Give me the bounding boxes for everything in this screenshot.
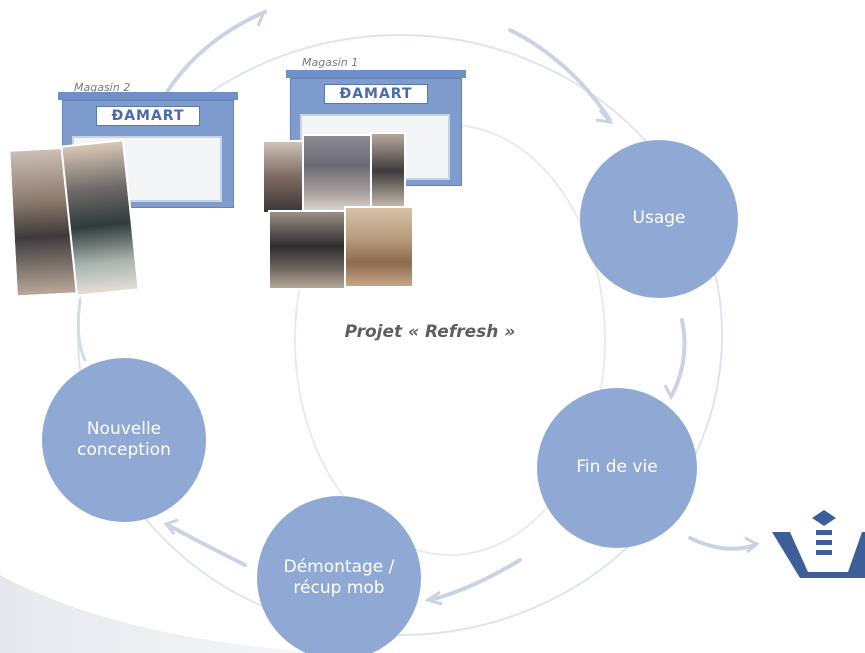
- stage-label: Fin de vie: [576, 457, 658, 478]
- cycle-arrow-icon: [508, 28, 612, 122]
- store-sign: ĐAMART: [324, 84, 428, 104]
- store-label-magasin-2: Magasin 2: [74, 81, 131, 94]
- brand-logo-icon: [772, 510, 865, 578]
- cycle-arrow-icon: [428, 558, 522, 602]
- store-awning: [286, 70, 466, 78]
- cycle-arrow-icon: [688, 536, 757, 551]
- store-label-magasin-1: Magasin 1: [302, 56, 359, 69]
- cycle-arrow-icon: [670, 318, 687, 397]
- center-title: Projet « Refresh »: [344, 322, 516, 342]
- store-awning: [58, 92, 238, 100]
- store-photo: [268, 210, 346, 290]
- cycle-arrow-icon: [663, 384, 679, 401]
- stage-usage[interactable]: Usage: [580, 140, 738, 298]
- cycle-arrow-icon: [595, 109, 614, 125]
- decorative-swoosh: [0, 575, 330, 653]
- cycle-arrow-icon: [744, 536, 760, 554]
- stage-demontage[interactable]: Démontage / récup mob: [257, 496, 421, 653]
- stage-fin-de-vie[interactable]: Fin de vie: [537, 388, 697, 548]
- cycle-arrow-icon: [163, 518, 179, 535]
- store-photo: [370, 132, 406, 210]
- cycle-arrow-icon: [163, 10, 267, 97]
- store-photo: [302, 134, 372, 212]
- stage-label: Démontage / récup mob: [283, 556, 395, 598]
- cycle-arrow-icon: [76, 298, 87, 362]
- store-photo: [344, 206, 414, 288]
- stage-label: Usage: [632, 208, 686, 229]
- store-sign: ĐAMART: [96, 106, 200, 126]
- cycle-arrow-icon: [166, 523, 247, 567]
- store-photo: [262, 140, 304, 214]
- stage-nouvelle-conception[interactable]: Nouvelle conception: [42, 358, 206, 522]
- cycle-arrow-icon: [424, 590, 443, 606]
- stage-label: Nouvelle conception: [77, 418, 171, 460]
- cycle-arrow-icon: [249, 9, 267, 27]
